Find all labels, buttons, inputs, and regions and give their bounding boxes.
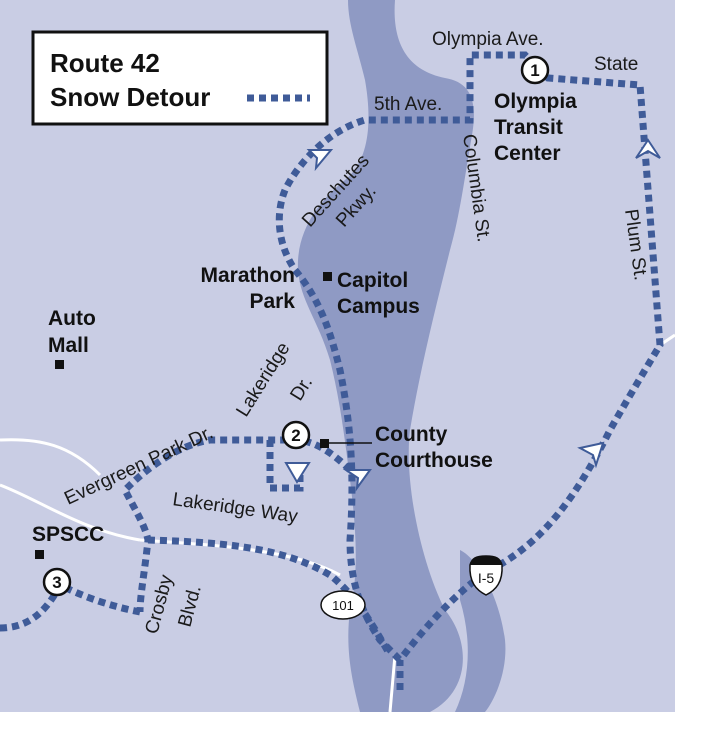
place-marker-icon [320,439,329,448]
street-label-state: State [594,54,638,75]
place-label-transit-1: Olympia [494,90,577,113]
place-label-marathon-1: Marathon [201,264,296,287]
lake-water [297,0,474,712]
route-segment-101 [147,536,394,657]
stop-1-circle [520,55,550,85]
legend-subtitle: Snow Detour [50,82,210,112]
place-label-spscc: SPSCC [32,523,104,546]
place-label-auto-1: Auto [48,307,96,330]
place-label-courthouse-1: County [375,423,448,446]
stop-3-number: 3 [52,573,61,592]
place-label-auto-2: Mall [48,334,89,357]
street-labels: Olympia Ave. State 5th Ave. Deschutes Pk… [61,29,651,636]
interstate-shield-label: I-5 [478,570,495,586]
legend: Route 42 Snow Detour [31,30,329,126]
direction-arrow-icon [342,469,372,492]
place-marker-icon [55,360,64,369]
direction-arrow-icon [635,138,661,159]
legend-box [31,30,329,126]
street-label-olympia-ave: Olympia Ave. [432,29,544,50]
direction-arrows [284,138,661,492]
stop-2-number: 2 [291,426,300,445]
road-i5-south [388,654,397,713]
direction-arrow-icon [306,149,334,172]
stop-1: 1 [520,55,550,85]
stop-2: 2 [281,420,311,450]
place-marker-icon [35,550,44,559]
place-label-transit-3: Center [494,142,561,165]
route-segment-lakeridge-loop [266,440,304,492]
place-marker-icon [323,272,332,281]
stop-1-number: 1 [530,61,539,80]
inlet-water [455,550,506,712]
street-label-5th-ave: 5th Ave. [374,94,442,115]
place-label-courthouse-2: Courthouse [375,449,493,472]
place-label-capitol-2: Campus [337,295,420,318]
road-west-diagonal [0,483,141,542]
interstate-shield-icon: I-5 [469,555,503,596]
place-label-transit-2: Transit [494,116,563,139]
highway-shield-icon: 101 [320,590,366,620]
stop-2-circle [281,420,311,450]
direction-arrow-icon [284,462,311,484]
direction-arrow-icon [577,441,605,469]
place-label-capitol-1: Capitol [337,269,408,292]
highway-shield-label: 101 [332,598,354,613]
stop-3: 3 [42,567,72,597]
place-labels: Olympia Transit Center Marathon Park Cap… [32,90,577,546]
place-markers [35,272,372,559]
route-segment-evergreen [120,436,353,613]
route-segment-main [275,51,664,690]
legend-title: Route 42 [50,48,160,78]
place-label-marathon-2: Park [249,290,295,313]
road-evergreen-west [0,438,102,477]
stop-3-circle [42,567,72,597]
